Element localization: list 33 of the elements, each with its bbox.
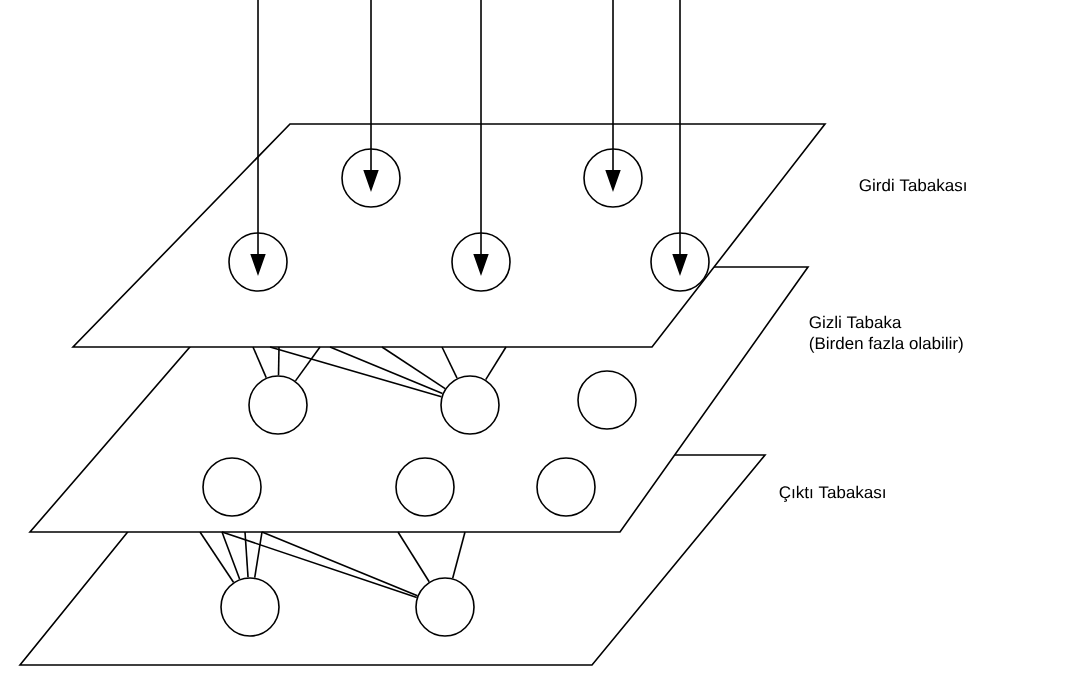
neuron-circle: [583, 148, 643, 208]
connection-line: [221, 531, 418, 599]
neuron-circle: [248, 375, 308, 435]
node-label: (Birden fazla olabilir): [809, 336, 963, 353]
neuron-circle: [536, 457, 596, 517]
connection-line: [252, 346, 267, 379]
connection-line: [451, 531, 466, 579]
neuron-circle: [650, 232, 710, 292]
connection-line: [381, 346, 446, 390]
connection-line: [294, 346, 321, 382]
connection-line: [261, 531, 419, 597]
neuron-circle: [202, 457, 262, 517]
node-label: Gizli Tabaka: [809, 315, 902, 329]
neuron-circle: [451, 232, 511, 292]
connection-line: [199, 531, 235, 583]
connection-line: [484, 346, 507, 381]
connection-line: [329, 346, 444, 395]
connection-line: [277, 346, 280, 376]
node-label: Çıktı Tabakası: [779, 485, 885, 502]
connection-line: [221, 531, 241, 580]
connection-line: [397, 531, 430, 583]
neuron-circle: [395, 457, 455, 517]
neuron-circle: [341, 148, 401, 208]
neuron-circle: [220, 577, 280, 637]
neuron-circle: [228, 232, 288, 292]
neuron-circle: [415, 577, 475, 637]
connection-line: [244, 531, 249, 579]
neuron-circle: [440, 375, 500, 435]
connection-line: [441, 346, 458, 379]
connection-line: [253, 531, 263, 579]
connection-line: [269, 346, 443, 398]
neuron-circle: [577, 370, 637, 430]
node-label: Girdi Tabakası: [859, 178, 966, 192]
